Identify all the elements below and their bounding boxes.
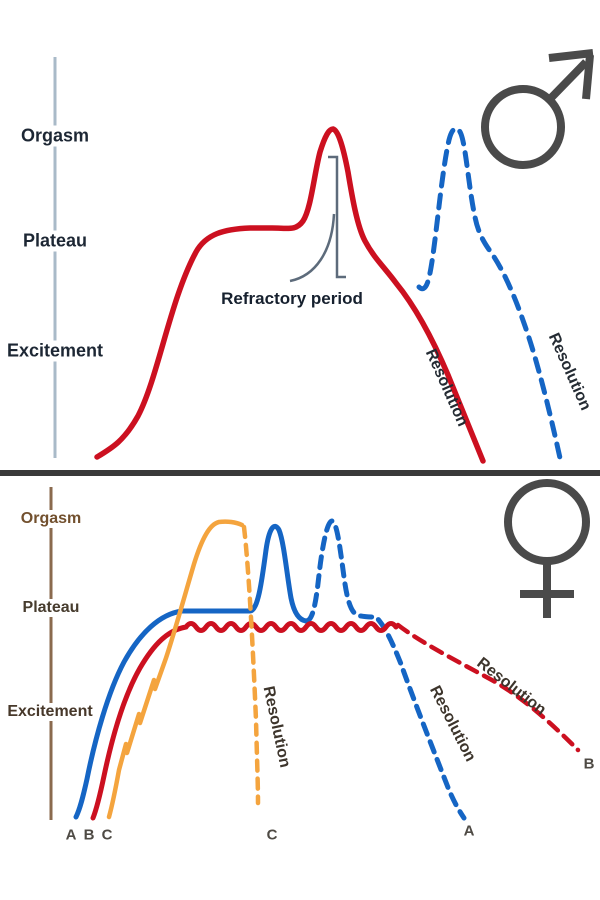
female-pattern-a-start-label: A xyxy=(65,826,77,844)
female-pattern-a-curve-solid xyxy=(73,523,309,820)
refractory-bracket xyxy=(328,155,346,279)
female-pattern-c-end-label: C xyxy=(266,826,278,844)
female-stage-label-excitement: Excitement xyxy=(4,703,96,721)
male-stage-label-orgasm: Orgasm xyxy=(17,125,93,147)
female-pattern-a-end-label: A xyxy=(463,822,475,840)
male-second-orgasm-curve-dashed xyxy=(416,125,563,461)
male-sign-icon xyxy=(481,49,594,169)
female-stage-label-orgasm: Orgasm xyxy=(17,510,85,528)
female-pattern-b-resolution-dashed xyxy=(395,622,581,753)
refractory-pointer-arc xyxy=(289,213,336,283)
female-pattern-c-curve-solid xyxy=(106,519,245,820)
female-pattern-b-curve-solid xyxy=(90,621,399,821)
female-pattern-a-curve-dashed xyxy=(303,518,467,821)
male-response-curve-solid xyxy=(94,126,486,464)
male-stage-label-plateau: Plateau xyxy=(19,230,91,252)
female-pattern-b-end-label: B xyxy=(583,755,595,773)
panel-divider xyxy=(0,470,600,476)
female-sign-icon xyxy=(504,479,590,618)
male-stage-label-excitement: Excitement xyxy=(3,340,107,362)
female-pattern-c-start-label: C xyxy=(101,826,113,844)
female-stage-label-plateau: Plateau xyxy=(19,599,83,617)
female-pattern-b-start-label: B xyxy=(83,826,95,844)
refractory-period-label: Refractory period xyxy=(221,289,363,308)
female-pattern-c-resolution-dashed xyxy=(241,524,261,806)
